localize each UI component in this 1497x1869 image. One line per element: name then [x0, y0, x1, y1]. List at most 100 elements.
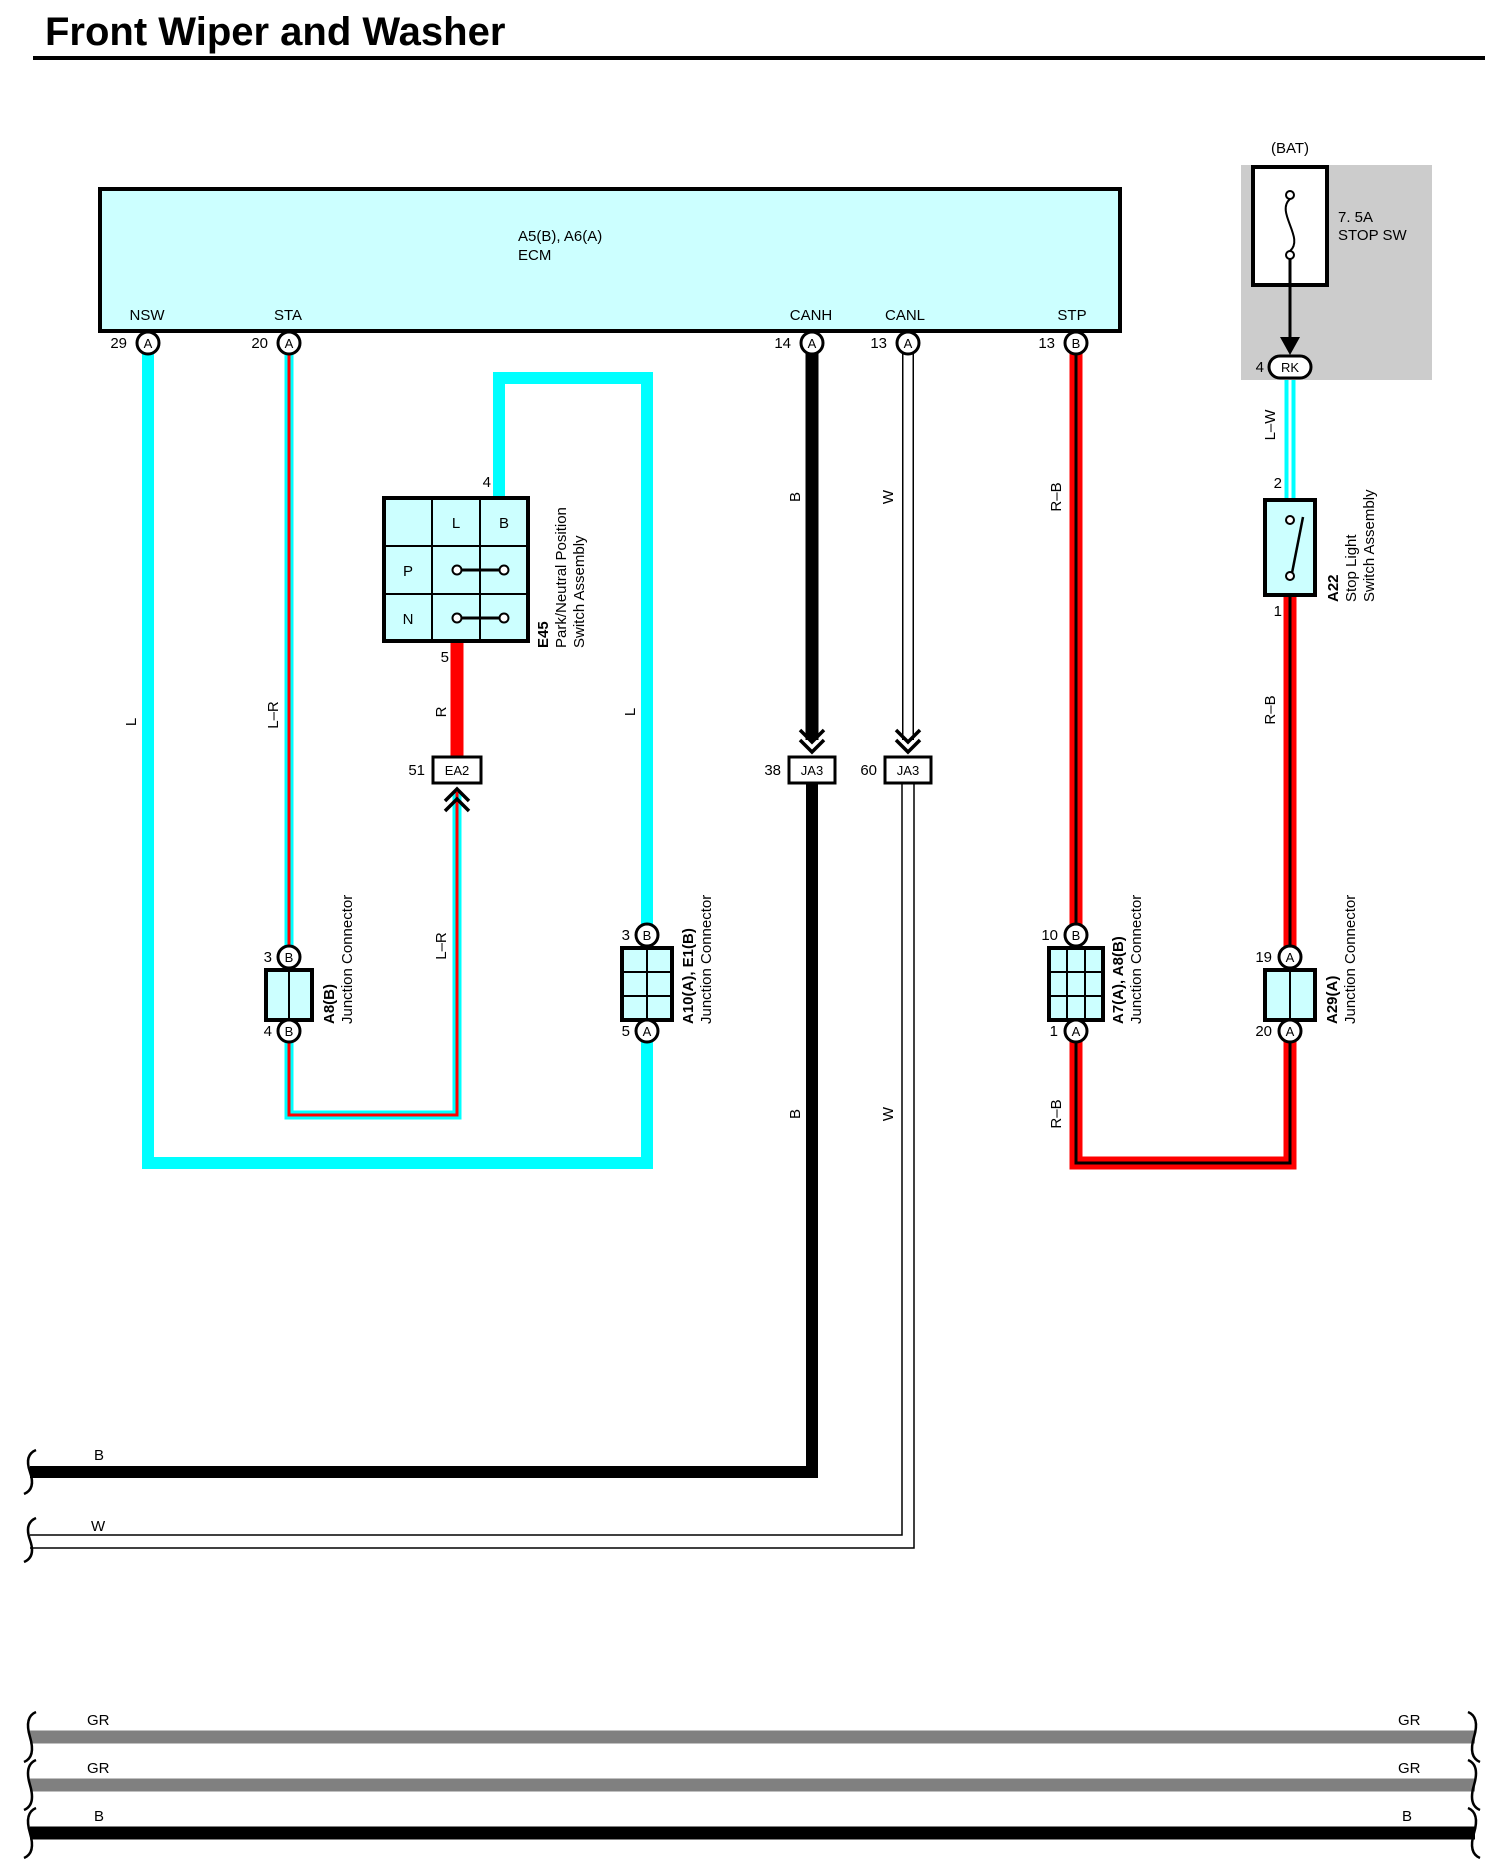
bus-label-w: W: [91, 1518, 106, 1535]
pnp-pin-top: 4: [483, 474, 491, 491]
wire-label-canh-upper: B: [787, 492, 804, 502]
svg-text:B: B: [1072, 928, 1081, 943]
pnp-name-line2: Switch Assembly: [571, 535, 588, 648]
title-underline: [33, 56, 1485, 60]
wire-label-canl-upper: W: [880, 489, 897, 504]
pnp-contact-n: [451, 612, 510, 624]
svg-text:B: B: [285, 1024, 294, 1039]
svg-text:A: A: [808, 336, 817, 351]
pnp-name-line1: Park/Neutral Position: [553, 507, 570, 648]
connector-ja3-canh: JA3: [787, 728, 837, 785]
wire-label-fuse-out: L–W: [1262, 409, 1279, 441]
ecm-pin-stp: 13 B: [1038, 330, 1089, 356]
wire-label-pnp-out: R: [433, 706, 450, 717]
svg-text:A: A: [1072, 1024, 1081, 1039]
svg-text:A: A: [285, 336, 294, 351]
bus-label-gr2-left: GR: [87, 1760, 110, 1777]
page-title: Front Wiper and Washer: [45, 10, 505, 54]
wire-canl-w: [30, 348, 915, 1549]
fuse-source: (BAT): [1271, 140, 1309, 157]
bus-label-b2-right: B: [1402, 1808, 1412, 1825]
fuse-rating: 7. 5A: [1338, 209, 1373, 226]
junction-a8-pin-bottom: 4: [264, 1023, 272, 1040]
svg-text:JA3: JA3: [801, 763, 823, 778]
bus-label-gr1-right: GR: [1398, 1712, 1421, 1729]
ecm-terminal-nsw: NSW: [130, 307, 166, 324]
svg-text:A: A: [1286, 1024, 1295, 1039]
wire-label-stp-lower: R–B: [1048, 1099, 1065, 1128]
junction-a29-name: Junction Connector: [1342, 895, 1359, 1024]
svg-text:20: 20: [251, 335, 268, 352]
pnp-switch: [382, 496, 530, 643]
pnp-row-n: N: [403, 611, 414, 628]
svg-text:B: B: [1072, 336, 1081, 351]
wire-label-stp-upper: R–B: [1048, 482, 1065, 511]
bus-lines: [30, 1730, 1475, 1840]
ecm-terminal-canl: CANL: [885, 307, 925, 324]
pnp-col-b: B: [499, 515, 509, 532]
wire-label-pnp-in: L: [622, 708, 639, 716]
junction-a29-pin-top: 19: [1255, 949, 1272, 966]
junction-a7: B A: [1047, 922, 1105, 1044]
connector-ea2: EA2: [431, 755, 483, 813]
junction-a29: A A: [1263, 944, 1317, 1044]
wire-label-canl-lower: W: [880, 1106, 897, 1121]
svg-text:14: 14: [774, 335, 791, 352]
wire-stp-rb: [1069, 348, 1297, 1170]
svg-text:A: A: [144, 336, 153, 351]
bus-label-gr1-left: GR: [87, 1712, 110, 1729]
fuse-name: STOP SW: [1338, 227, 1407, 244]
junction-a29-pin-bottom: 20: [1255, 1023, 1272, 1040]
pnp-pin-bottom: 5: [441, 649, 449, 666]
junction-a8-name: Junction Connector: [339, 895, 356, 1024]
svg-text:RK: RK: [1281, 360, 1299, 375]
wire-pnp-l: [493, 372, 653, 937]
ecm-codes: A5(B), A6(A): [518, 228, 602, 245]
wire-label-canh-lower: B: [787, 1109, 804, 1119]
junction-a8: B B: [264, 944, 314, 1044]
wire-label-ea2-out: L–R: [433, 932, 450, 960]
junction-a7-pin-bottom: 1: [1050, 1023, 1058, 1040]
junction-a8-code: A8(B): [321, 984, 338, 1024]
connector-ja3-canl-pin: 60: [860, 762, 877, 779]
svg-text:B: B: [643, 928, 652, 943]
svg-text:JA3: JA3: [897, 763, 919, 778]
connector-ja3-canh-pin: 38: [764, 762, 781, 779]
connector-ja3-canl: JA3: [883, 728, 933, 785]
ecm-pin-nsw: 29 A: [110, 330, 161, 356]
wire-label-sta: L–R: [265, 701, 282, 729]
ecm-pin-canl: 13 A: [870, 330, 921, 356]
pnp-row-p: P: [403, 563, 413, 580]
stop-name-line1: Stop Light: [1343, 534, 1360, 602]
pnp-contact-p: [451, 564, 510, 576]
junction-a10-pin-top: 3: [622, 927, 630, 944]
ecm-terminal-stp: STP: [1057, 307, 1086, 324]
svg-text:B: B: [285, 950, 294, 965]
stop-code: A22: [1325, 574, 1342, 602]
junction-a10-name: Junction Connector: [698, 895, 715, 1024]
wire-label-nsw: L: [123, 718, 140, 726]
connector-ea2-pin: 51: [408, 762, 425, 779]
wire-a8-ea2-lr: [284, 792, 462, 1120]
stop-pin-bottom: 1: [1274, 603, 1282, 620]
junction-a7-pin-top: 10: [1041, 927, 1058, 944]
junction-a10-code: A10(A), E1(B): [680, 928, 697, 1024]
pnp-code: E45: [535, 621, 552, 648]
junction-a10: B A: [620, 922, 674, 1044]
stop-name-line2: Switch Assembly: [1361, 489, 1378, 602]
svg-text:A: A: [1286, 950, 1295, 965]
stop-pin-top: 2: [1274, 475, 1282, 492]
svg-text:EA2: EA2: [445, 763, 470, 778]
ecm-terminal-canh: CANH: [790, 307, 833, 324]
ecm-box: [98, 187, 1122, 333]
svg-text:29: 29: [110, 335, 127, 352]
ecm-name: ECM: [518, 247, 551, 264]
junction-a10-pin-bottom: 5: [622, 1023, 630, 1040]
svg-text:A: A: [904, 336, 913, 351]
bus-label-gr2-right: GR: [1398, 1760, 1421, 1777]
stop-switch: [1263, 498, 1317, 597]
ecm-pin-canh: 14 A: [774, 330, 825, 356]
ecm-terminal-sta: STA: [274, 307, 302, 324]
junction-a29-code: A29(A): [1324, 976, 1341, 1024]
